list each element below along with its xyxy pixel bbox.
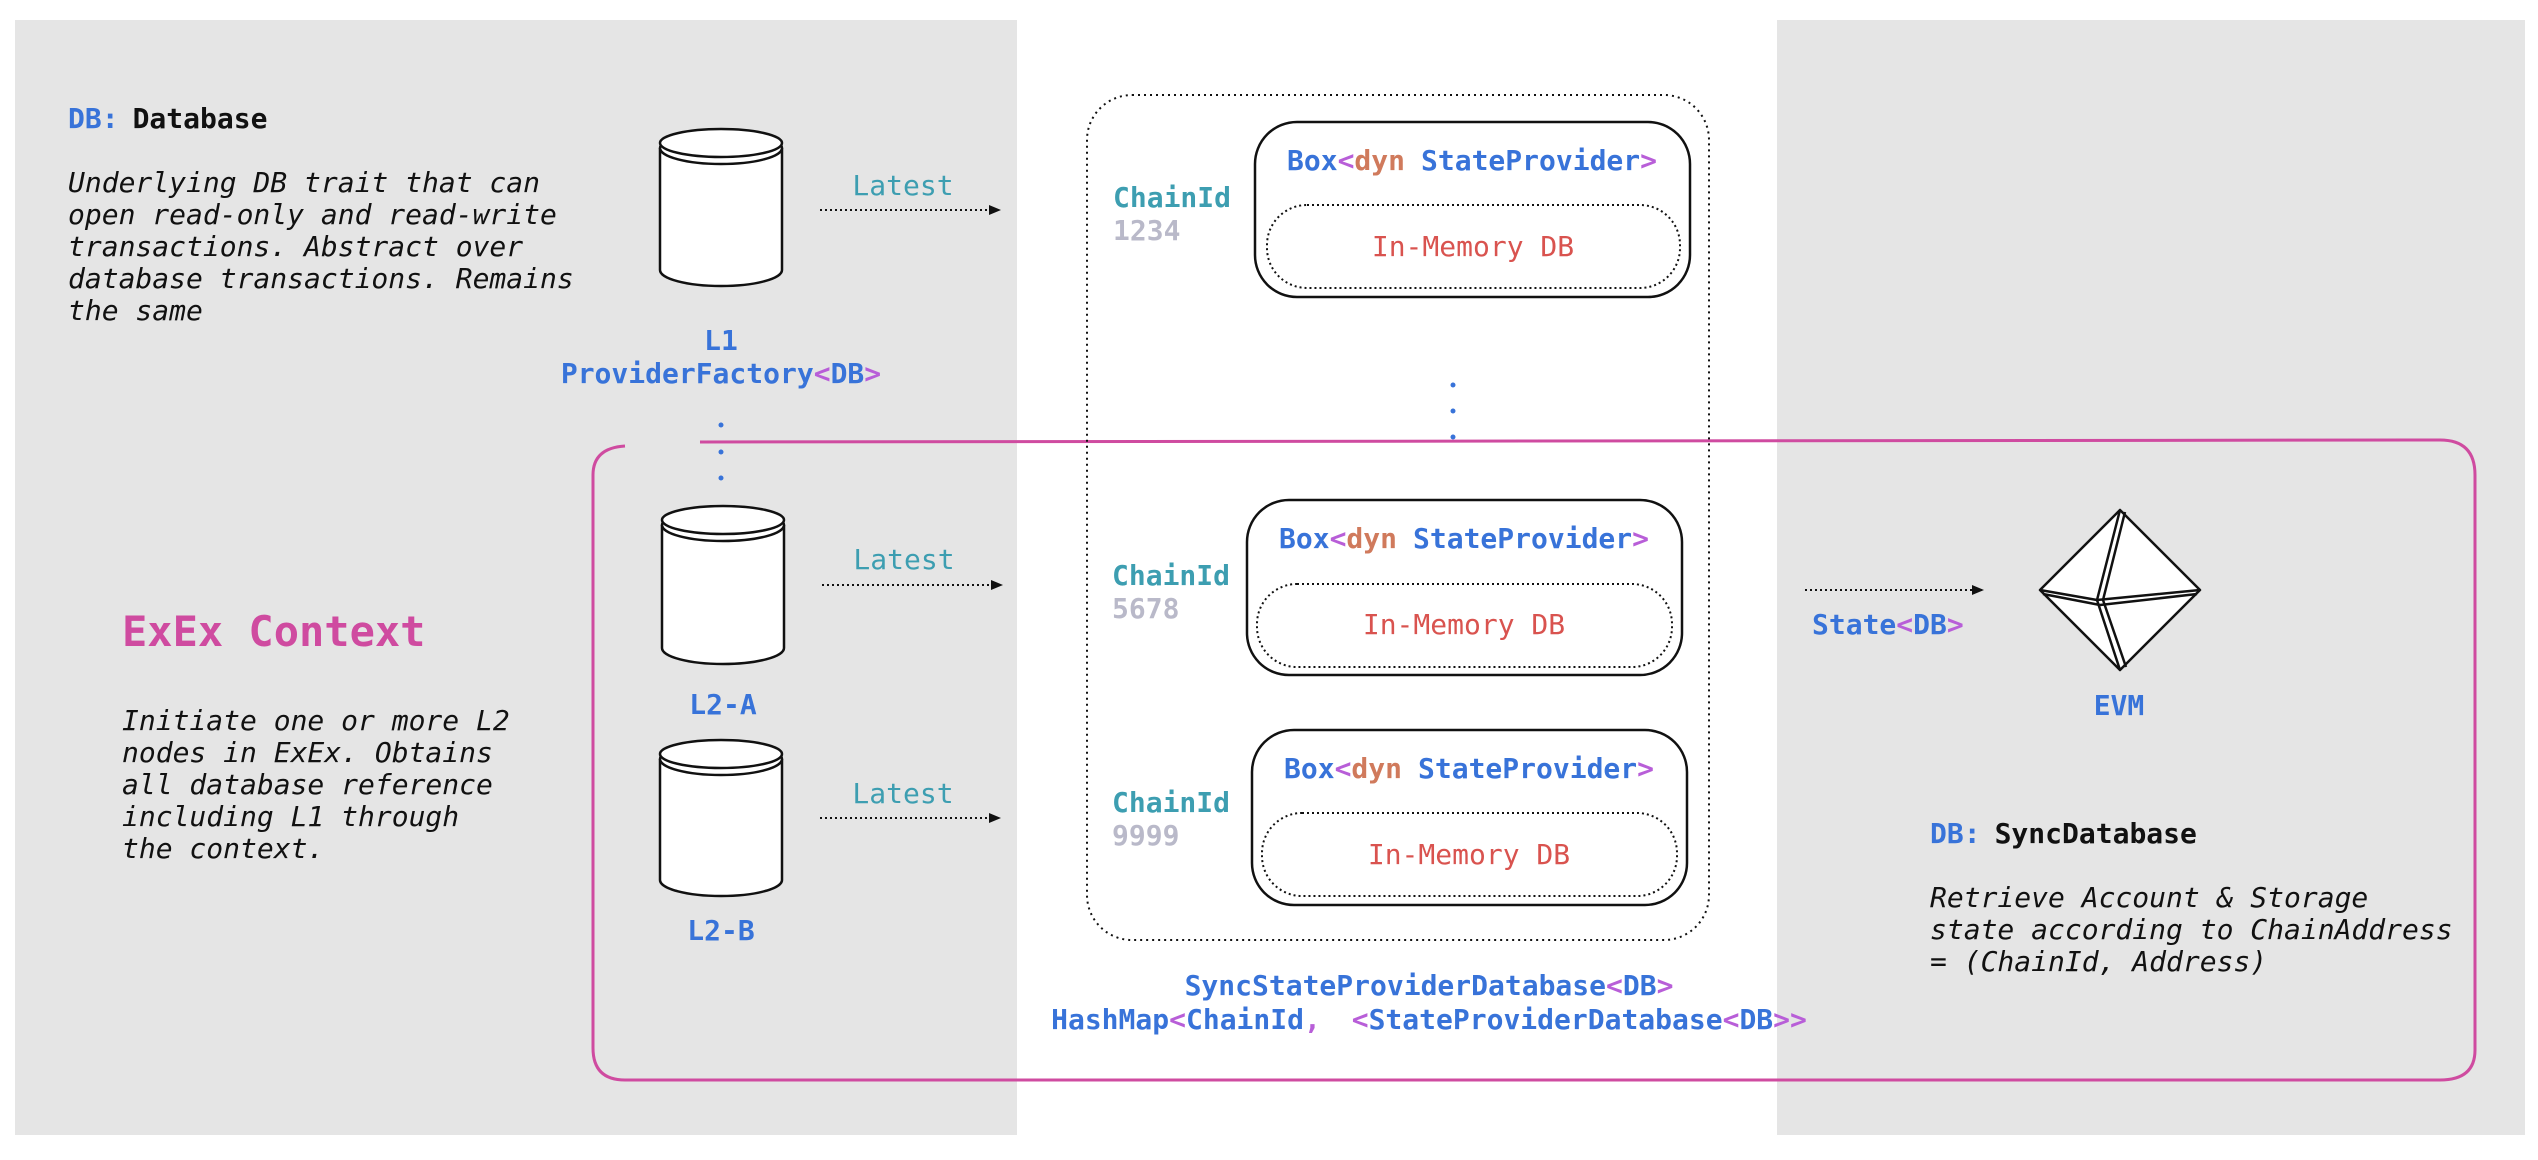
exex-note-line: the context. — [122, 832, 324, 865]
latest-label-l1: Latest — [852, 169, 953, 202]
vertical-ellipsis-center — [1450, 382, 1456, 440]
l2b-database-icon — [658, 738, 784, 898]
l2a-database-icon — [660, 504, 786, 666]
in-memory-db-label-2: In-Memory DB — [1363, 608, 1565, 641]
exex-note-line: including L1 through — [122, 800, 459, 833]
evm-icon — [2038, 508, 2202, 672]
l2b-label: L2-B — [687, 914, 754, 947]
left-note-heading: DB:Database — [68, 102, 267, 135]
l1-database-icon — [658, 127, 784, 288]
right-note-line: Retrieve Account & Storage — [1930, 881, 2368, 914]
in-memory-db-box-1 — [1266, 204, 1681, 289]
latest-label-l2b: Latest — [852, 777, 953, 810]
left-note-line: database transactions. Remains — [68, 262, 574, 295]
left-note-line: transactions. Abstract over — [68, 230, 523, 263]
exex-note-line: all database reference — [122, 768, 493, 801]
vertical-ellipsis-left — [718, 422, 724, 481]
in-memory-db-box-3 — [1261, 812, 1678, 897]
provider-factory-label: ProviderFactory<DB> — [561, 357, 881, 390]
right-note-line: = (ChainId, Address) — [1930, 945, 2267, 978]
exex-note-body: Initiate one or more L2 nodes in ExEx. O… — [122, 704, 510, 865]
chain-id-value-2: 5678 — [1112, 592, 1179, 625]
exex-note-line: Initiate one or more L2 — [122, 704, 510, 737]
latest-label-l2a: Latest — [853, 543, 954, 576]
chain-id-label-3: ChainId — [1112, 786, 1230, 819]
state-db-label: State<DB> — [1812, 608, 1964, 641]
l1-label: L1 — [704, 324, 738, 357]
sync-db-name: SyncStateProviderDatabase<DB> — [1185, 969, 1674, 1002]
chain-id-label-1: ChainId — [1113, 181, 1231, 214]
evm-label: EVM — [2094, 689, 2145, 722]
in-memory-db-label-3: In-Memory DB — [1368, 838, 1570, 871]
chain-id-value-3: 9999 — [1112, 819, 1179, 852]
sync-db-container — [1086, 94, 1710, 941]
in-memory-db-box-2 — [1256, 583, 1673, 668]
left-panel — [15, 20, 1017, 1135]
left-note-line: open read-only and read-write — [68, 198, 557, 231]
chain-id-label-2: ChainId — [1112, 559, 1230, 592]
right-note-line: state according to ChainAddress — [1930, 913, 2453, 946]
left-note-line: the same — [68, 294, 203, 327]
exex-context-boundary — [591, 438, 2477, 1082]
left-note-body: Underlying DB trait that can open read-o… — [68, 166, 574, 327]
exex-note-line: nodes in ExEx. Obtains — [122, 736, 493, 769]
sync-db-hashmap: HashMap<ChainId, <StateProviderDatabase<… — [1051, 1003, 1807, 1036]
chain-id-value-1: 1234 — [1113, 214, 1180, 247]
in-memory-db-label-1: In-Memory DB — [1372, 230, 1574, 263]
left-note-line: Underlying DB trait that can — [68, 166, 540, 199]
right-note-body: Retrieve Account & Storage state accordi… — [1930, 881, 2453, 978]
right-note-heading: DB:SyncDatabase — [1930, 817, 2197, 850]
exex-context-title: ExEx Context — [122, 607, 425, 656]
l2a-label: L2-A — [689, 688, 757, 721]
